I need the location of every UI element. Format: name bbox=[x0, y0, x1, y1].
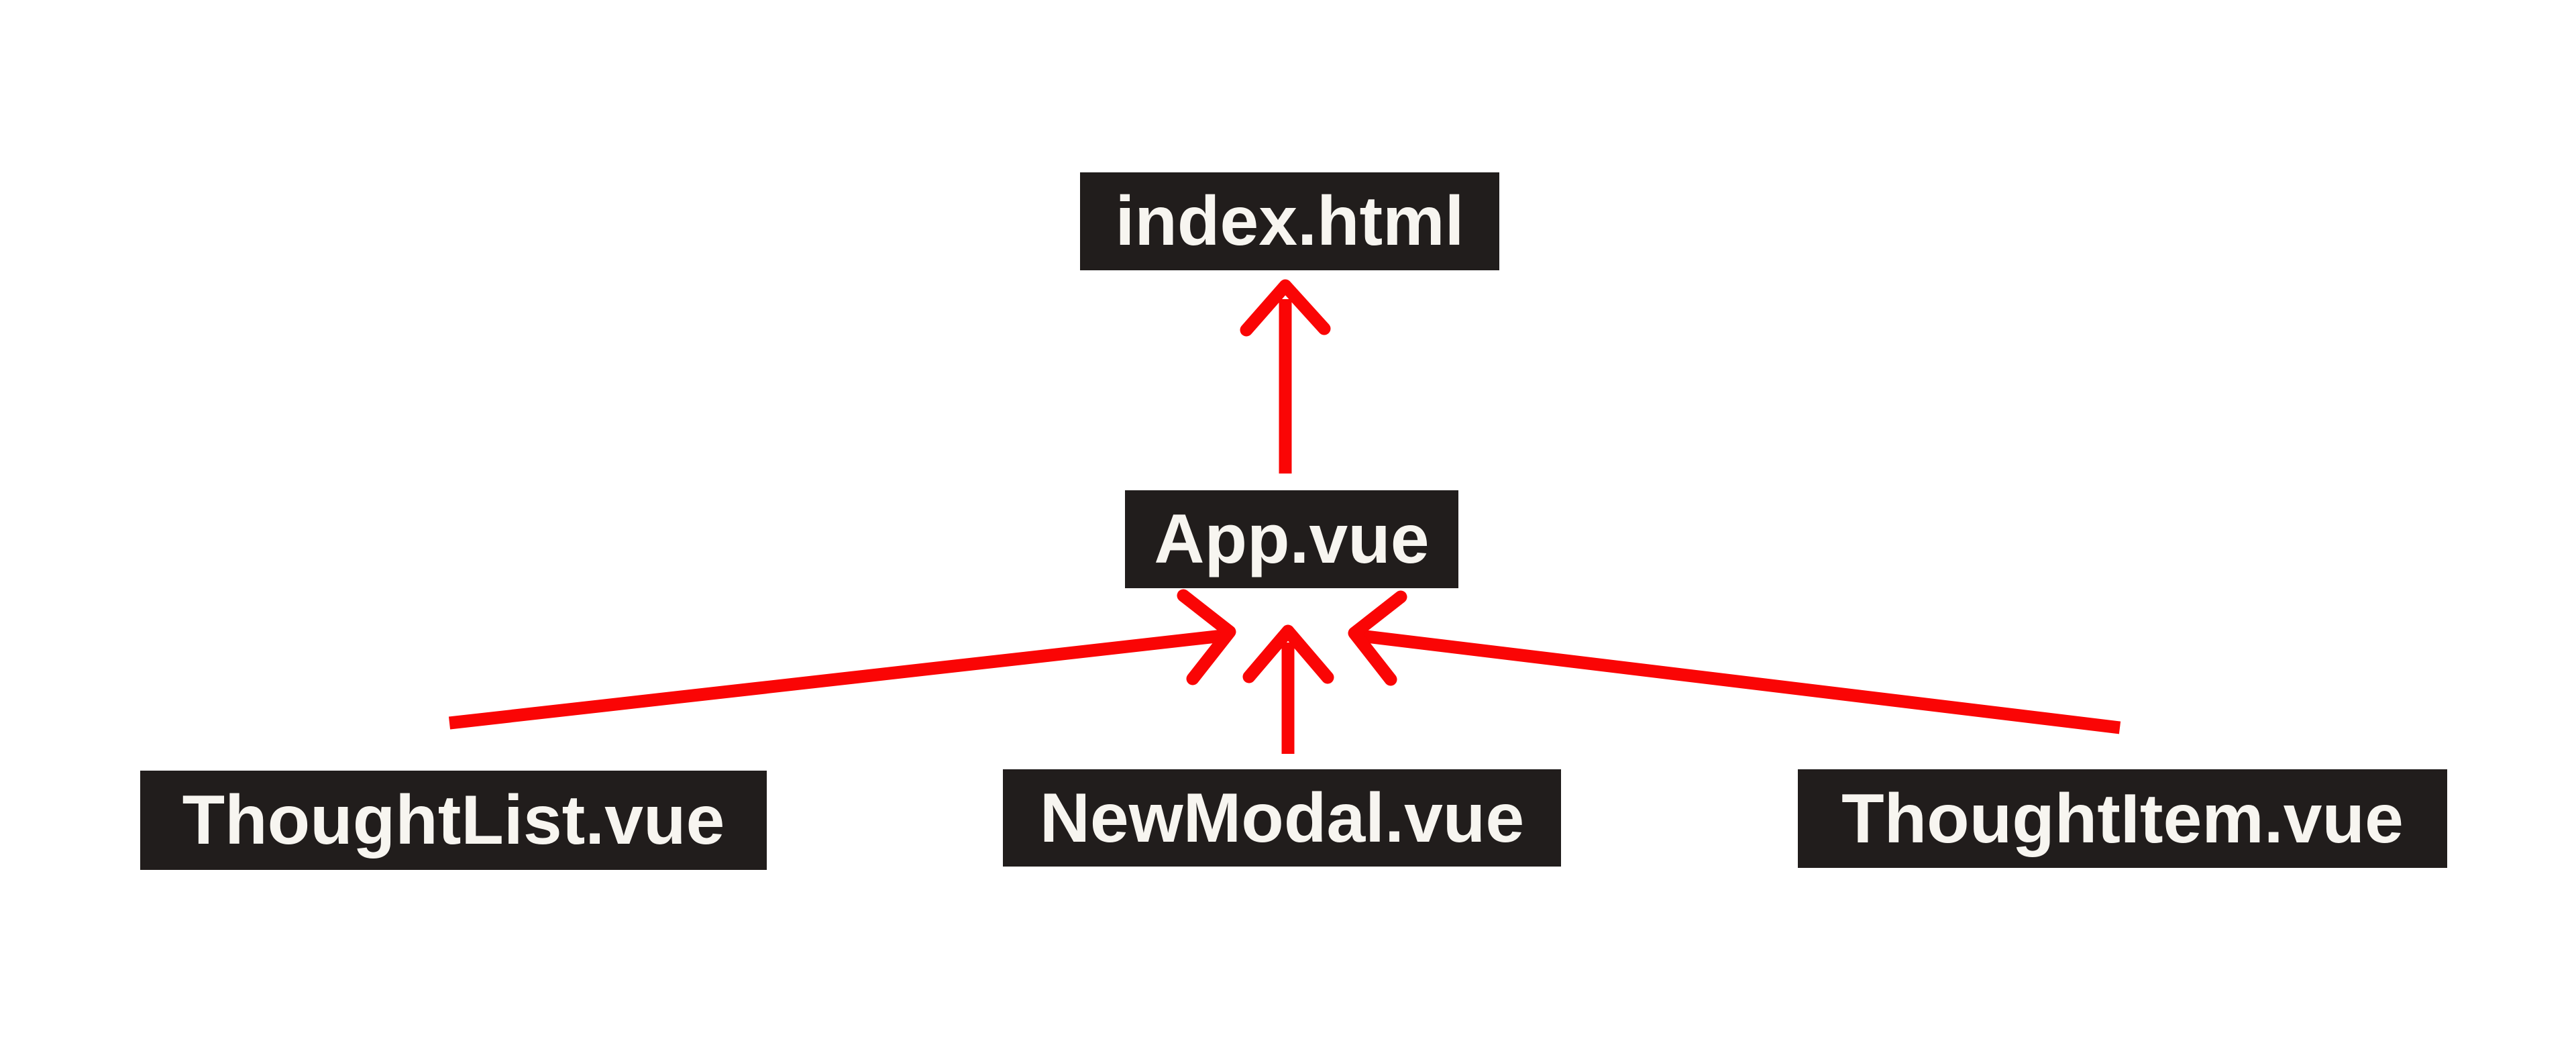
node-app-vue-label: App.vue bbox=[1154, 500, 1430, 578]
node-newmodal-vue-label: NewModal.vue bbox=[1039, 779, 1525, 857]
node-thoughtlist-vue: ThoughtList.vue bbox=[140, 771, 767, 870]
arrow-appvue-to-indexhtml bbox=[1240, 279, 1331, 474]
node-thoughtlist-vue-label: ThoughtList.vue bbox=[182, 781, 725, 859]
arrow-newmodal-to-appvue bbox=[1242, 624, 1334, 754]
node-thoughtitem-vue: ThoughtItem.vue bbox=[1798, 769, 2447, 868]
arrow-thoughtitem-to-appvue bbox=[1348, 590, 2121, 734]
node-app-vue: App.vue bbox=[1125, 490, 1458, 588]
node-newmodal-vue: NewModal.vue bbox=[1003, 769, 1561, 867]
node-index-html-label: index.html bbox=[1115, 182, 1464, 260]
node-thoughtitem-vue-label: ThoughtItem.vue bbox=[1841, 779, 2404, 858]
node-index-html: index.html bbox=[1080, 172, 1499, 270]
arrow-thoughtlist-to-appvue bbox=[448, 589, 1236, 730]
